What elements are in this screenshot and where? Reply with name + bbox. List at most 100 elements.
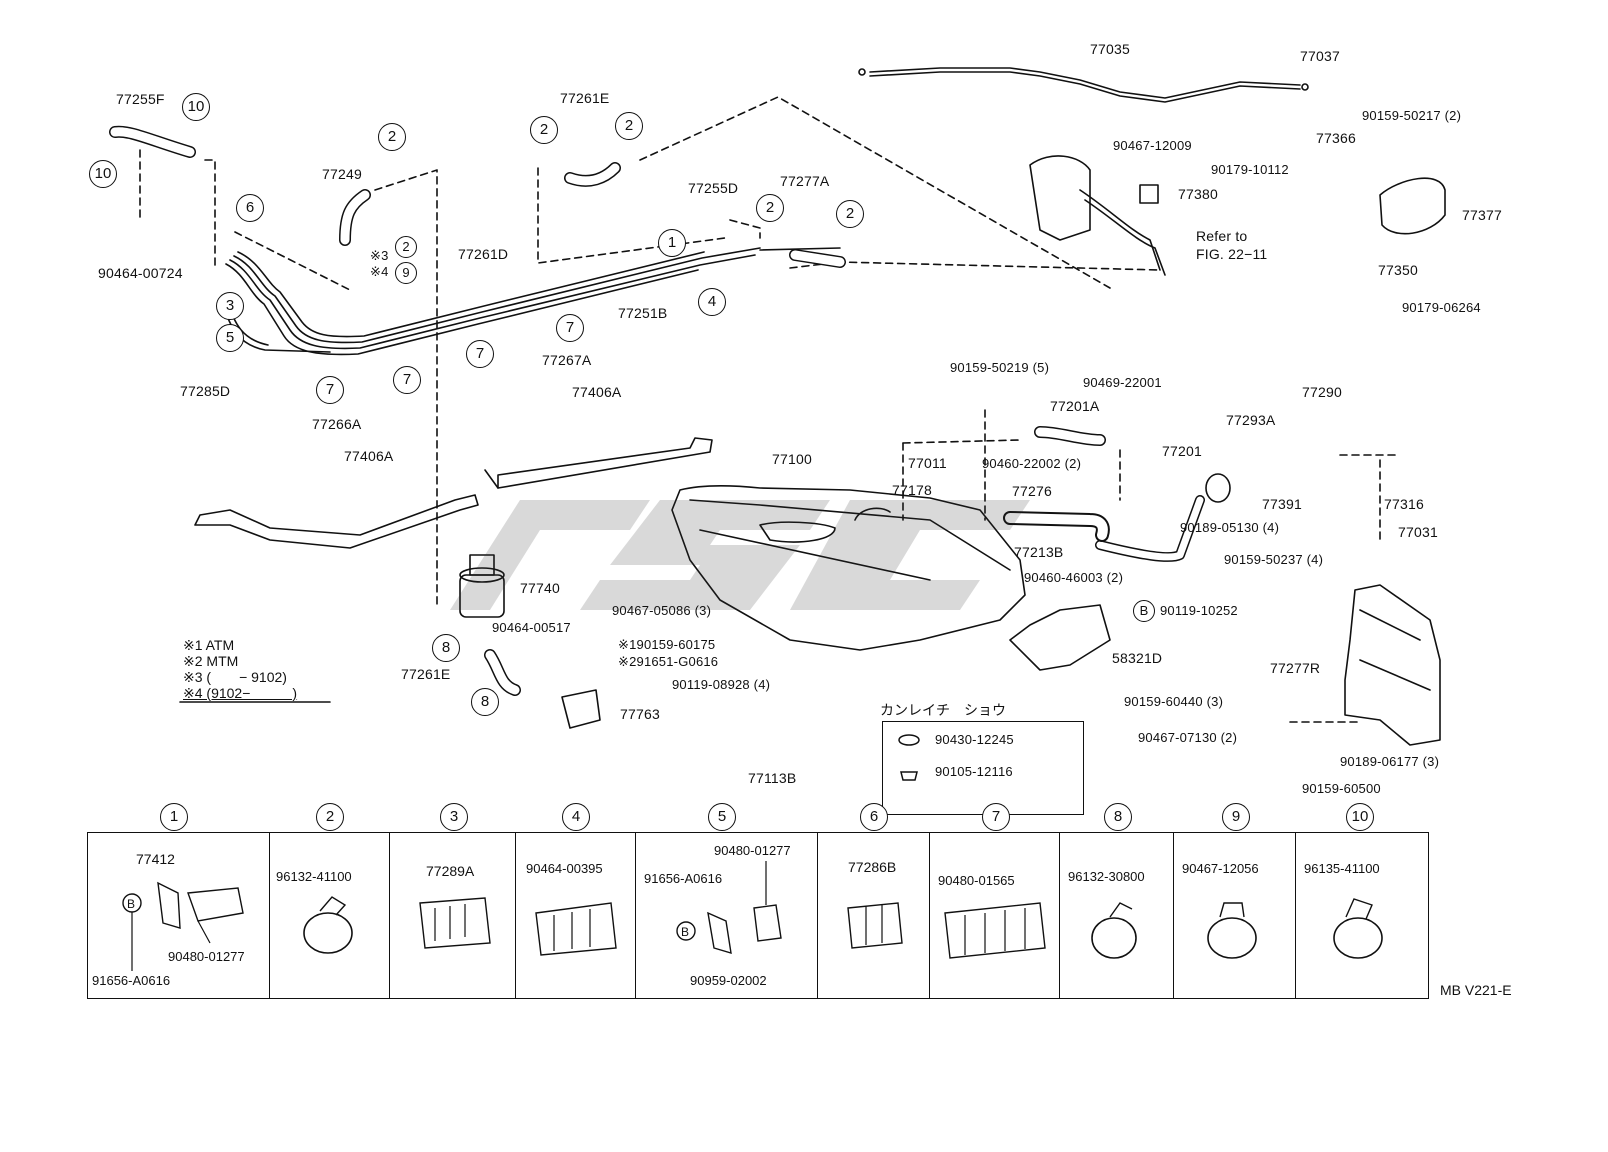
clip-icon (1207, 902, 1257, 959)
label-77251B: 77251B (618, 305, 668, 321)
callout-9: 9 (395, 262, 417, 284)
label-77366: 77366 (1316, 130, 1356, 146)
clamp-icon: B (122, 881, 244, 971)
label-77037: 77037 (1300, 48, 1340, 64)
note-1: ※1 ATM (183, 637, 235, 653)
label-91651-G0616: ※291651-G0616 (618, 654, 719, 669)
callout-7a: 7 (316, 376, 344, 404)
callout-2c: 2 (615, 112, 643, 140)
label-77763: 77763 (620, 706, 660, 722)
note-3: ※3 ( − 9102) (183, 669, 287, 685)
label-58321D: 58321D (1112, 650, 1163, 666)
label-90460-46003: 90460-46003 (2) (1024, 570, 1124, 585)
cable-77035 (858, 67, 1309, 103)
label-77267A: 77267A (542, 352, 592, 368)
callout-b: B (1133, 600, 1155, 622)
callout-6: 6 (236, 194, 264, 222)
label-77290: 77290 (1302, 384, 1342, 400)
svg-text:B: B (681, 925, 689, 939)
label-77261E-bottom: 77261E (401, 666, 451, 682)
cell-label: 77289A (426, 863, 475, 879)
label-77255D: 77255D (688, 180, 739, 196)
label-77213B: 77213B (1014, 544, 1064, 560)
cell-label: 90467-12056 (1182, 861, 1259, 876)
label-77201: 77201 (1162, 443, 1202, 459)
filler-pipe (1003, 473, 1231, 562)
label-90464-00724: 90464-00724 (98, 265, 183, 281)
callout-7c: 7 (466, 340, 494, 368)
label-fig-ref: FIG. 22−11 (1196, 246, 1268, 262)
fuel-pump-assy (1029, 155, 1166, 276)
cell-number: 3 (440, 803, 468, 831)
parts-cell-9: 9 90467-12056 (1174, 803, 1296, 998)
brackets (194, 437, 713, 549)
clip-icon (303, 896, 353, 954)
cell-number: 4 (562, 803, 590, 831)
label-90159-50219: 90159-50219 (5) (950, 360, 1050, 375)
watermark-logo (430, 470, 1130, 645)
clamp-icon (535, 902, 617, 956)
label-77266A: 77266A (312, 416, 362, 432)
callout-1: 1 (658, 229, 686, 257)
parts-cell-8: 8 96132-30800 (1060, 803, 1174, 998)
parts-cell-10: 10 96135-41100 (1296, 803, 1428, 998)
parts-cell-2: 2 96132-41100 (270, 803, 390, 998)
star-4: ※4 (370, 264, 389, 279)
cell-number: 1 (160, 803, 188, 831)
label-77249: 77249 (322, 166, 362, 182)
fuel-tank (671, 485, 1026, 651)
note-4: ※4 (9102− ) (183, 685, 298, 701)
callout-8a: 8 (432, 634, 460, 662)
callout-10b: 10 (182, 93, 210, 121)
canister (459, 554, 505, 618)
label-77031: 77031 (1398, 524, 1438, 540)
label-90159-60500: 90159-60500 (1302, 781, 1381, 796)
cell-label: 90480-01277 (714, 843, 791, 858)
note-box-title: カンレイチ ショウ (880, 703, 1006, 719)
label-77277R: 77277R (1270, 660, 1321, 676)
label-90189-06177: 90189-06177 (3) (1340, 754, 1440, 769)
footnotes: ※1 ATM ※2 MTM ※3 ( − 9102) ※4 (9102− ) (183, 637, 297, 701)
bracket-77763 (561, 689, 601, 729)
cell-label: 77286B (848, 859, 897, 875)
clip-icon (1091, 902, 1137, 959)
clamp-icon (847, 902, 903, 949)
filler-lid (1379, 177, 1446, 235)
clamp-icon (944, 902, 1046, 959)
label-77113B: 77113B (748, 770, 797, 786)
cell-number: 5 (708, 803, 736, 831)
label-90159-50217: 90159-50217 (2) (1362, 108, 1462, 123)
label-77276: 77276 (1012, 483, 1052, 499)
label-77740: 77740 (520, 580, 560, 596)
label-90189-05130: 90189-05130 (4) (1180, 520, 1280, 535)
parts-cell-1: 1 77412 90480-01277 91656-A0616 B (88, 803, 270, 998)
label-90469-22001: 90469-22001 (1083, 375, 1162, 390)
label-refer-to: Refer to (1196, 228, 1248, 244)
label-77100: 77100 (772, 451, 812, 467)
label-90179-06264: 90179-06264 (1402, 300, 1481, 315)
callout-3: 3 (216, 292, 244, 320)
label-90159-60175: ※190159-60175 (618, 637, 716, 652)
parts-cell-3: 3 77289A (390, 803, 516, 998)
cell-number: 10 (1346, 803, 1374, 831)
cell-label: 96135-41100 (1304, 861, 1380, 876)
callout-2b: 2 (530, 116, 558, 144)
cell-label: 90959-02002 (690, 973, 767, 988)
callout-7d: 7 (556, 314, 584, 342)
label-90430-12245: 90430-12245 (935, 732, 1014, 747)
label-77178: 77178 (892, 482, 932, 498)
cell-number: 7 (982, 803, 1010, 831)
callout-4: 4 (698, 288, 726, 316)
label-77261D: 77261D (458, 246, 509, 262)
protector (1009, 604, 1111, 671)
label-77277A: 77277A (780, 173, 830, 189)
callout-10a: 10 (89, 160, 117, 188)
label-77316: 77316 (1384, 496, 1424, 512)
label-90464-00517: 90464-00517 (492, 620, 571, 635)
cell-number: 8 (1104, 803, 1132, 831)
label-90159-60440: 90159-60440 (3) (1124, 694, 1224, 709)
cell-number: 9 (1222, 803, 1250, 831)
label-77406A-lower: 77406A (344, 448, 394, 464)
